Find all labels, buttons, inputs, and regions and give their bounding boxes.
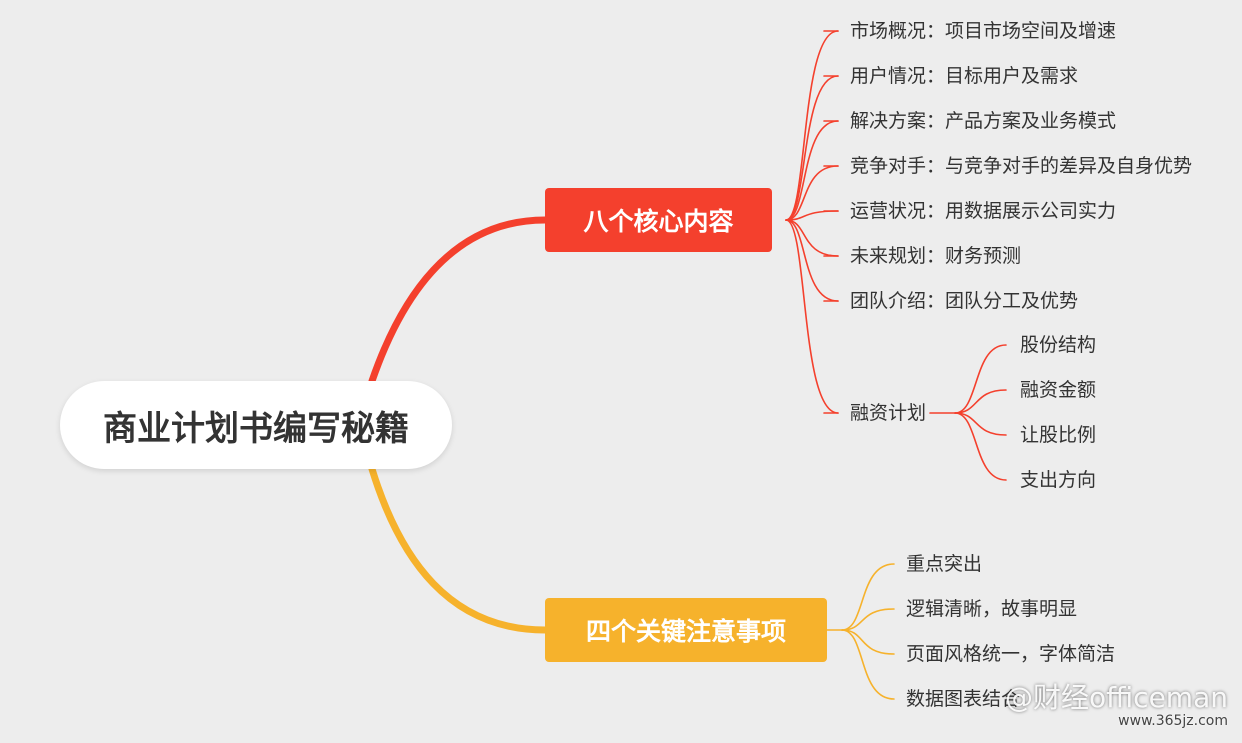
connector-financing-child (954, 412, 1007, 436)
leaf-node-label: 用户情况：目标用户及需求 (850, 65, 1079, 87)
sub-leaf-node[interactable]: 融资金额 (1020, 378, 1096, 402)
connector-key-notes-leaf (841, 563, 895, 631)
leaf-node[interactable]: 用户情况：目标用户及需求 (850, 64, 1078, 88)
leaf-node-label: 未来规划：财务预测 (850, 245, 1022, 267)
leaf-node-label: 解决方案：产品方案及业务模式 (850, 110, 1117, 132)
connector-key-notes-leaf (841, 608, 895, 631)
leaf-node[interactable]: 市场概况：项目市场空间及增速 (850, 19, 1116, 43)
connector-financing-child (954, 389, 1007, 414)
sub-leaf-node-label: 融资金额 (1020, 379, 1097, 401)
leaf-node-label: 市场概况：项目市场空间及增速 (850, 20, 1117, 42)
leaf-node-financing[interactable]: 融资计划 (850, 401, 926, 425)
watermark: @财经officeman www.365jz.com (1004, 681, 1228, 730)
leaf-node[interactable]: 团队介绍：团队分工及优势 (850, 289, 1078, 313)
leaf-node-label: 融资计划 (850, 402, 927, 424)
sub-leaf-node[interactable]: 让股比例 (1020, 423, 1096, 447)
leaf-node-label: 重点突出 (906, 553, 983, 575)
root-node-label: 商业计划书编写秘籍 (103, 408, 409, 449)
branch-node-key-notes[interactable]: 四个关键注意事项 (545, 598, 827, 662)
leaf-node[interactable]: 竞争对手：与竞争对手的差异及自身优势 (850, 154, 1192, 178)
leaf-node-label: 数据图表结合 (906, 688, 1021, 710)
leaf-node[interactable]: 逻辑清晰，故事明显 (906, 597, 1077, 621)
sub-leaf-node-label: 支出方向 (1020, 469, 1097, 491)
connector-core-content-leaf (785, 219, 839, 302)
leaf-node[interactable]: 解决方案：产品方案及业务模式 (850, 109, 1116, 133)
root-node[interactable]: 商业计划书编写秘籍 (60, 381, 452, 469)
connector-financing-child (954, 344, 1007, 414)
watermark-site: www.365jz.com (1118, 713, 1228, 729)
connector-financing-child (954, 412, 1007, 481)
branch-node-core-content[interactable]: 八个核心内容 (545, 188, 772, 252)
leaf-node[interactable]: 重点突出 (906, 552, 982, 576)
connector-core-content-leaf (785, 120, 839, 221)
connector-core-content-leaf (785, 30, 839, 221)
leaf-node[interactable]: 运营状况：用数据展示公司实力 (850, 199, 1116, 223)
connector-core-content-leaf (785, 219, 839, 414)
leaf-node-label: 逻辑清晰，故事明显 (906, 598, 1078, 620)
leaf-node-label: 页面风格统一，字体简洁 (906, 643, 1116, 665)
leaf-node[interactable]: 页面风格统一，字体简洁 (906, 642, 1115, 666)
sub-leaf-node[interactable]: 股份结构 (1020, 333, 1096, 357)
connector-key-notes-leaf (841, 629, 895, 700)
sub-leaf-node[interactable]: 支出方向 (1020, 468, 1096, 492)
connector-root-to-core-content (368, 216, 549, 385)
watermark-text: @财经officeman (1004, 681, 1228, 714)
sub-leaf-node-label: 让股比例 (1020, 424, 1097, 446)
branch-node-label: 四个关键注意事项 (585, 617, 786, 646)
connector-root-to-key-notes (368, 465, 549, 634)
leaf-node[interactable]: 未来规划：财务预测 (850, 244, 1021, 268)
sub-leaf-node-label: 股份结构 (1020, 334, 1097, 356)
connector-core-content-leaf (785, 219, 839, 257)
leaf-node-label: 团队介绍：团队分工及优势 (850, 290, 1079, 312)
leaf-node-label: 运营状况：用数据展示公司实力 (850, 200, 1117, 222)
leaf-node-label: 竞争对手：与竞争对手的差异及自身优势 (850, 155, 1193, 177)
connector-core-content-leaf (785, 75, 839, 221)
connector-key-notes-leaf (841, 629, 895, 655)
branch-node-label: 八个核心内容 (583, 207, 734, 236)
connector-core-content-leaf (785, 165, 839, 221)
leaf-node[interactable]: 数据图表结合 (906, 687, 1020, 711)
